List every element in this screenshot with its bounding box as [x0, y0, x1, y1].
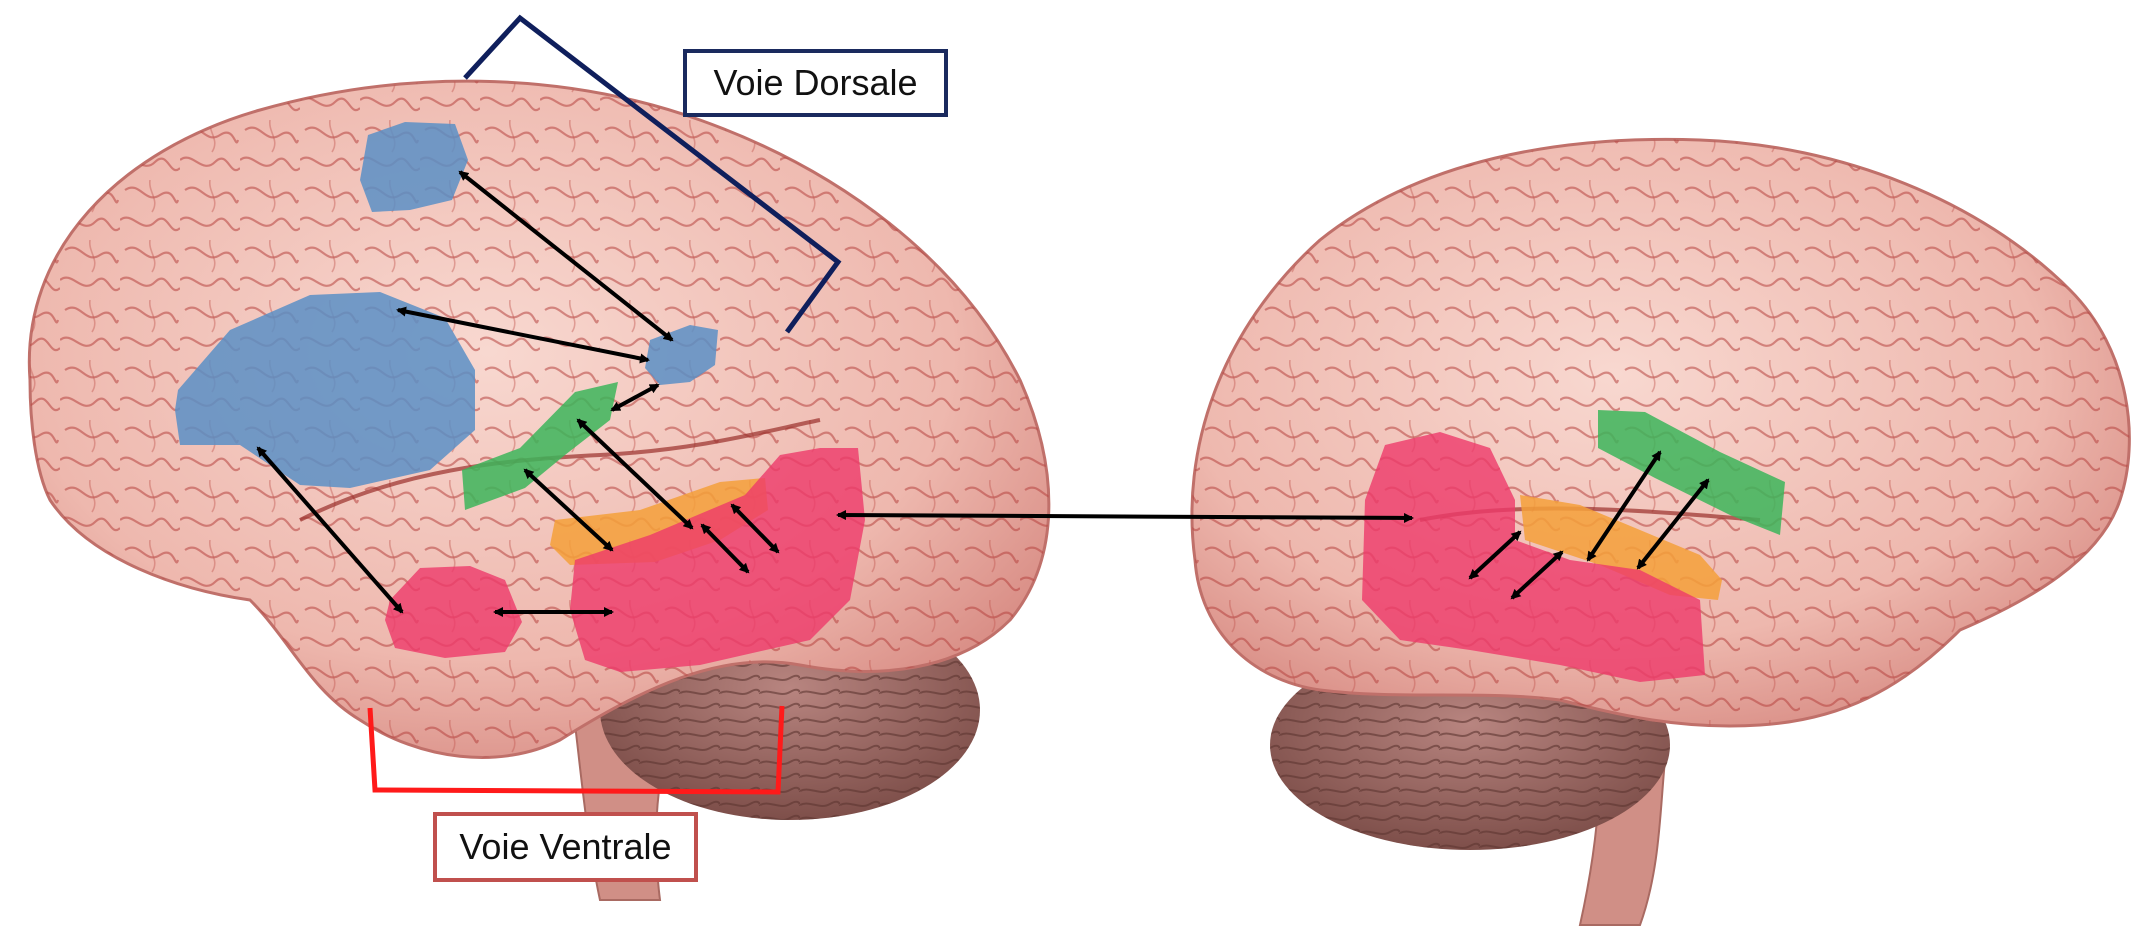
ventral-pathway-label-text: Voie Ventrale: [459, 826, 671, 868]
dorsal-pathway-label: Voie Dorsale: [683, 49, 948, 117]
right-brain: [1192, 139, 2129, 925]
left-brain: [29, 81, 1049, 900]
ventral-pathway-label: Voie Ventrale: [433, 812, 698, 882]
dorsal-pathway-label-text: Voie Dorsale: [713, 62, 917, 104]
left-blue-region-superior: [360, 122, 468, 212]
